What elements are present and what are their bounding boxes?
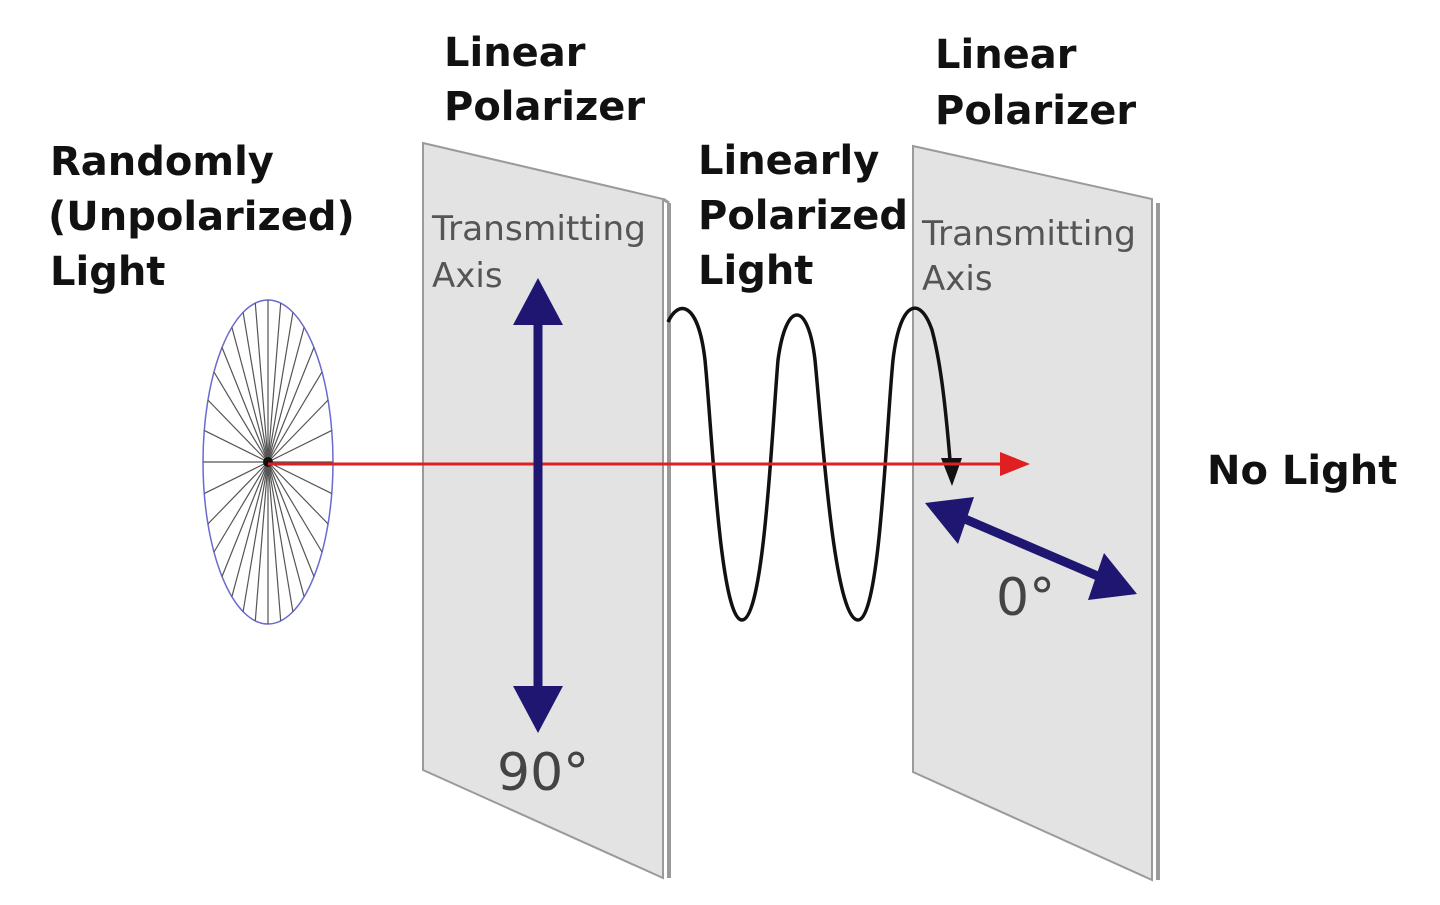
angle-label-90: 90° <box>497 743 589 803</box>
source-spoke <box>267 461 305 597</box>
polarizer-1 <box>422 141 671 880</box>
source-spoke <box>267 461 333 495</box>
angle-label-0: 0° <box>996 568 1055 628</box>
no-light-label: No Light <box>1207 448 1397 494</box>
polarizer-2-label-line-1: Linear <box>935 32 1077 78</box>
polarizer-1-label-line-2: Polarizer <box>444 84 645 130</box>
source-spoke <box>221 461 269 577</box>
diagonal-axis-shaft <box>956 511 1102 582</box>
source-spoke <box>267 312 294 463</box>
source-spoke <box>207 461 269 525</box>
diagonal-axis-head-left <box>925 497 974 544</box>
source-label-line-1: Randomly <box>50 139 274 185</box>
source-spokes <box>203 300 333 624</box>
source-spoke <box>203 429 269 463</box>
vertical-axis-head-up <box>513 278 563 325</box>
vertical-axis-head-down <box>513 686 563 733</box>
source-spoke <box>267 429 333 463</box>
source-spoke <box>213 461 269 553</box>
axis-2-label-line-2: Axis <box>922 259 993 299</box>
wave-label-line-1: Linearly <box>698 138 879 184</box>
diagonal-axis-arrow <box>925 497 1137 600</box>
vertical-axis-arrow <box>513 278 563 733</box>
source-spoke <box>267 461 294 612</box>
diagonal-axis-head-right <box>1088 553 1137 600</box>
source-spoke <box>267 303 282 463</box>
axis-1-label-line-2: Axis <box>432 256 503 296</box>
source-spoke <box>242 461 269 612</box>
source-spoke <box>213 371 269 463</box>
polarizer-2-label-line-2: Polarizer <box>935 88 1136 134</box>
source-spoke <box>267 399 329 463</box>
polarizer-1-panel <box>422 141 664 880</box>
source-spoke <box>267 371 323 463</box>
source-spoke <box>254 461 269 621</box>
light-beam-arrowhead <box>1000 452 1030 476</box>
polarizer-1-label-line-1: Linear <box>444 30 586 76</box>
source-spoke <box>221 347 269 463</box>
source-spoke <box>267 327 305 463</box>
source-spoke <box>231 461 269 597</box>
polarized-wave <box>666 306 952 622</box>
polarizer-2-panel <box>912 144 1153 882</box>
source-spoke <box>207 399 269 463</box>
source-spoke <box>267 461 323 553</box>
source-spoke <box>267 347 315 463</box>
axis-1-label-line-1: Transmitting <box>431 209 646 249</box>
unpolarized-light-source <box>202 299 334 625</box>
source-spoke <box>231 327 269 463</box>
source-spoke <box>242 312 269 463</box>
source-label-line-2: (Unpolarized) <box>48 194 355 240</box>
polarizer-2 <box>912 144 1160 882</box>
polarizer-1-edge <box>662 197 670 205</box>
source-spoke <box>254 303 269 463</box>
axis-2-label-line-1: Transmitting <box>921 214 1136 254</box>
source-label-line-3: Light <box>50 249 165 295</box>
wave-label-line-3: Light <box>698 248 813 294</box>
source-spoke <box>267 461 282 621</box>
source-spoke <box>203 461 269 495</box>
wave-label-line-2: Polarized <box>698 193 908 239</box>
source-spoke <box>267 461 315 577</box>
source-spoke <box>267 461 329 525</box>
